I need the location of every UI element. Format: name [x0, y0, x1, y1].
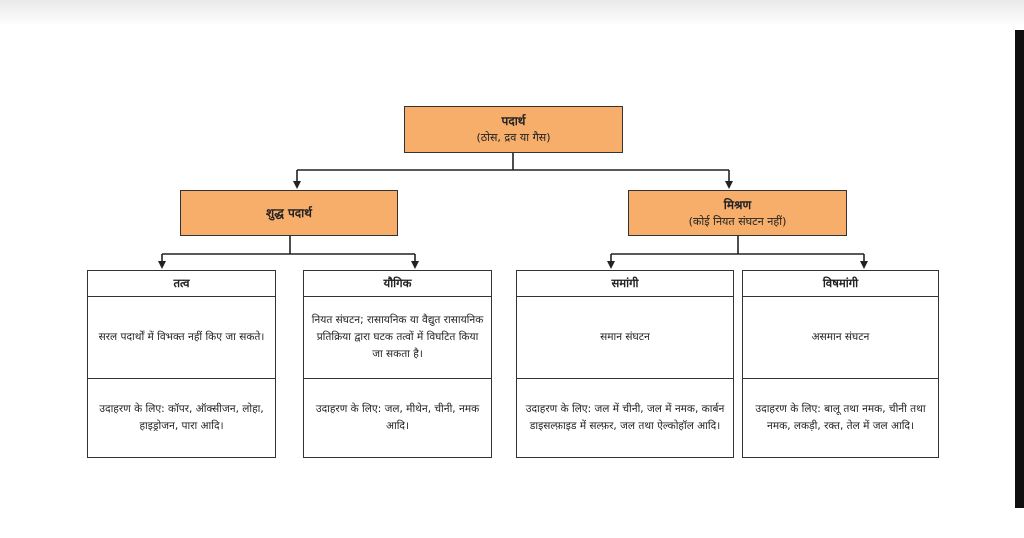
- mixture-node: मिश्रण (कोई नियत संघटन नहीं): [628, 190, 847, 236]
- mixture-subtitle: (कोई नियत संघटन नहीं): [688, 214, 787, 228]
- root-subtitle: (ठोस, द्रव या गैस): [476, 131, 551, 144]
- compound-definition: नियत संघटन; रासायनिक या वैद्युत रासायनिक…: [304, 297, 491, 379]
- homogeneous-heading: समांगी: [517, 271, 733, 297]
- homogeneous-card: समांगी समान संघटन उदाहरण के लिए: जल में …: [516, 270, 734, 458]
- heterogeneous-example: उदाहरण के लिए: बालू तथा नमक, चीनी तथा नम…: [755, 403, 926, 432]
- element-example: उदाहरण के लिए: कॉपर, ऑक्सीजन, लोहा, हाइड…: [99, 403, 264, 432]
- top-shade: [0, 0, 1024, 26]
- element-definition: सरल पदार्थों में विभक्त नहीं किए जा सकते…: [88, 297, 275, 379]
- element-heading: तत्व: [88, 271, 275, 297]
- heterogeneous-definition: असमान संघटन: [743, 297, 938, 379]
- homogeneous-definition: समान संघटन: [517, 297, 733, 379]
- heterogeneous-card: विषमांगी असमान संघटन उदाहरण के लिए: बालू…: [742, 270, 939, 458]
- compound-card: यौगिक नियत संघटन; रासायनिक या वैद्युत रा…: [303, 270, 492, 458]
- element-card: तत्व सरल पदार्थों में विभक्त नहीं किए जा…: [87, 270, 276, 458]
- homogeneous-example: उदाहरण के लिए: जल में चीनी, जल में नमक, …: [525, 403, 725, 432]
- pure-substance-title: शुद्ध पदार्थ: [266, 205, 312, 220]
- right-edge-bar: [1015, 30, 1024, 508]
- mixture-title: मिश्रण: [723, 197, 752, 212]
- heterogeneous-heading: विषमांगी: [743, 271, 938, 297]
- compound-heading: यौगिक: [304, 271, 491, 297]
- compound-example: उदाहरण के लिए: जल, मीथेन, चीनी, नमक आदि।: [315, 403, 480, 432]
- pure-substance-node: शुद्ध पदार्थ: [180, 190, 398, 236]
- root-title: पदार्थ: [501, 114, 526, 128]
- root-node: पदार्थ (ठोस, द्रव या गैस): [404, 106, 623, 153]
